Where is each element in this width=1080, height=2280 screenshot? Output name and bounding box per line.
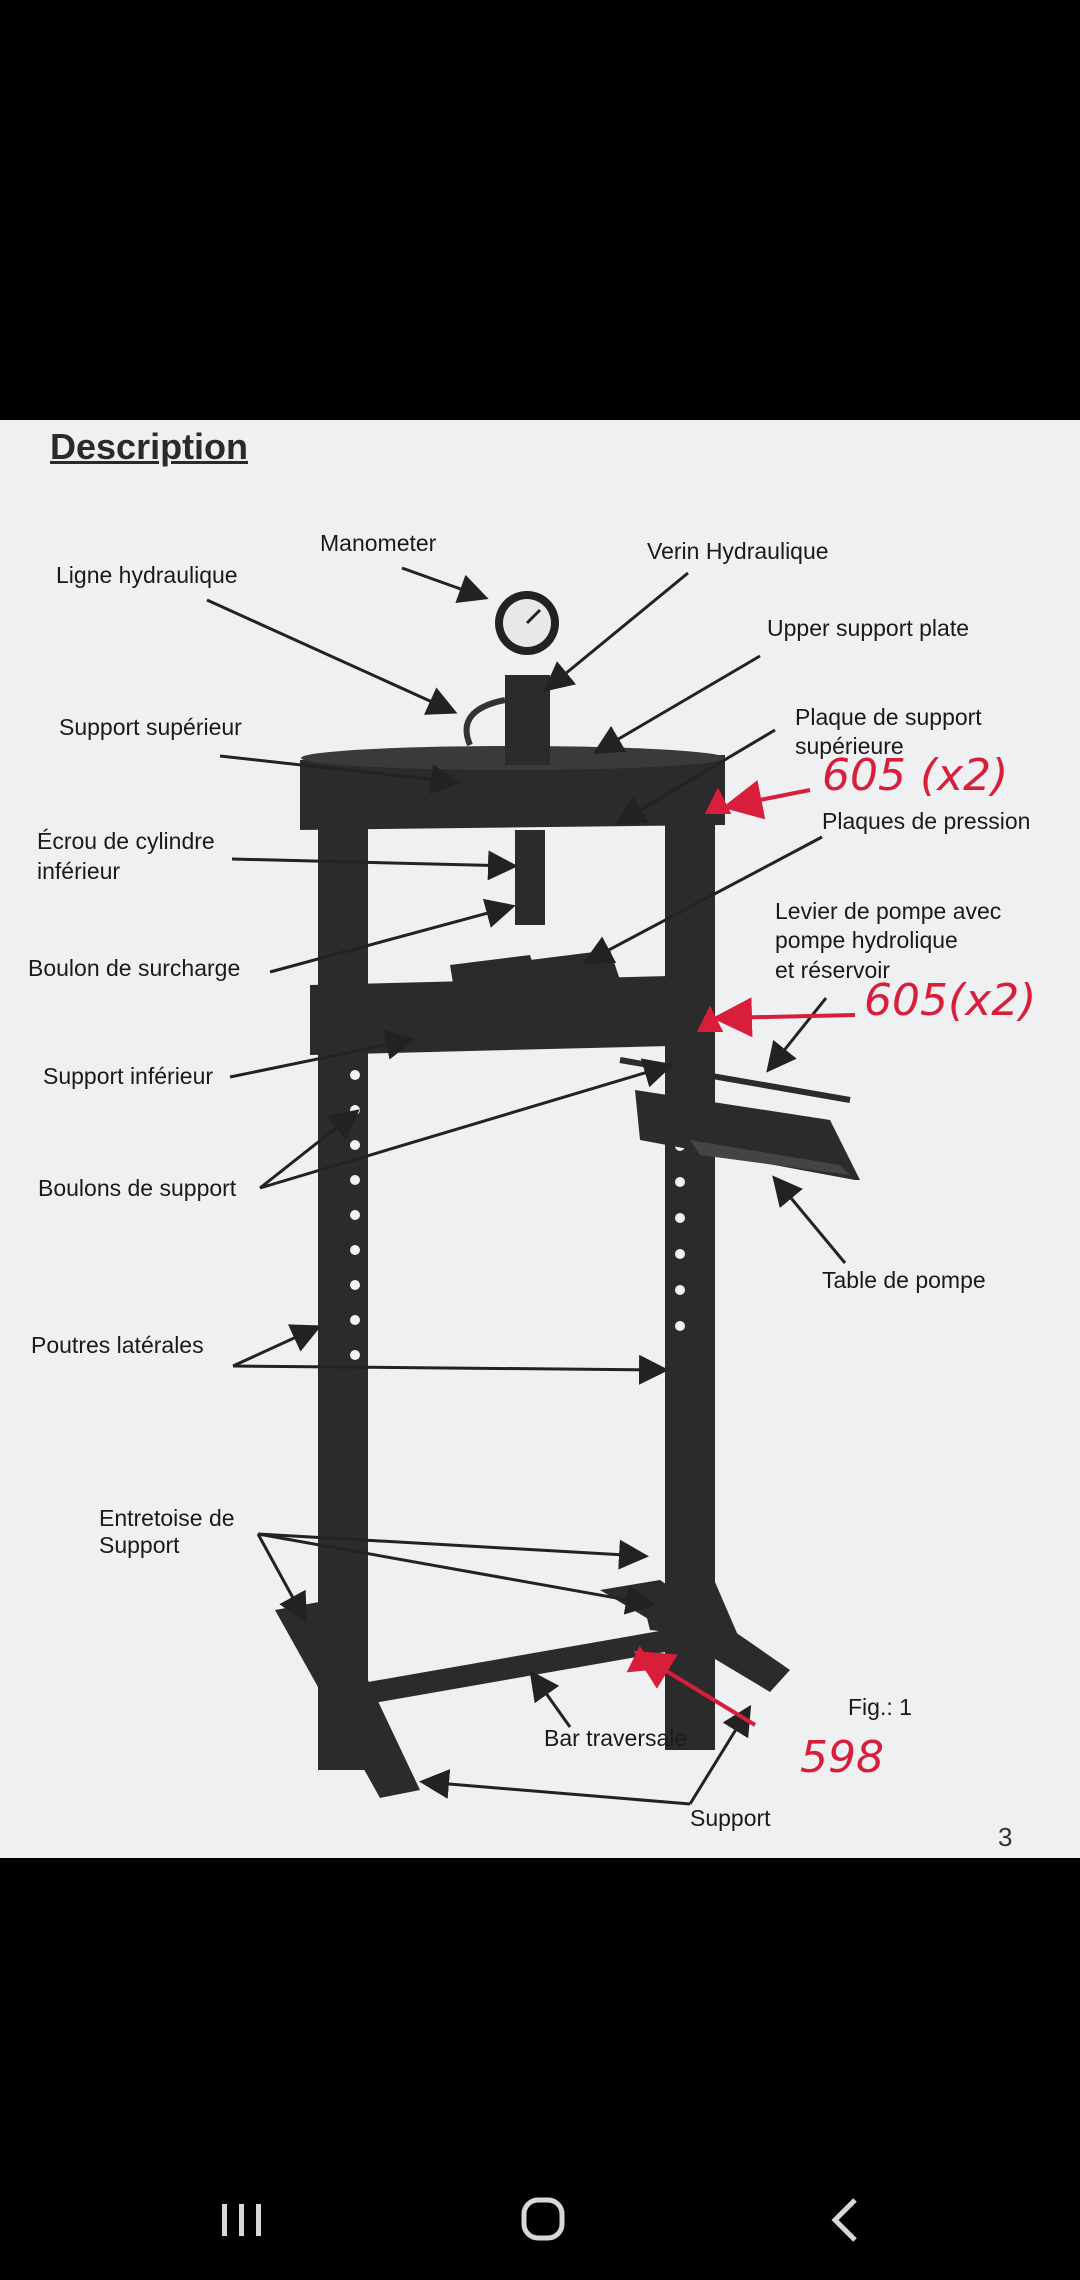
press-illustration (206, 566, 860, 1806)
page-title: Description (50, 426, 249, 467)
manometer-gauge (463, 591, 559, 925)
recents-icon[interactable] (202, 2190, 282, 2250)
pump-table (619, 1057, 860, 1180)
page-number: 3 (998, 1822, 1013, 1852)
annotation-upper-605: 605 (x2) (822, 750, 1009, 801)
label-support-superieur: Support supérieur (59, 714, 242, 740)
label-entretoise-2: Support (99, 1532, 180, 1558)
label-upper-support-plate: Upper support plate (767, 615, 970, 641)
label-plaque-support-1: Plaque de support (795, 704, 982, 730)
post-holes (350, 1070, 685, 1360)
label-verin: Verin Hydraulique (647, 538, 829, 564)
label-ecrou-2: inférieur (37, 858, 121, 884)
label-bar-traversale: Bar traversale (544, 1725, 688, 1751)
annotation-base-598: 598 (800, 1732, 884, 1783)
label-poutres-laterales: Poutres latérales (31, 1332, 204, 1358)
label-levier-2: pompe hydrolique (775, 927, 958, 953)
back-icon[interactable] (805, 2190, 885, 2250)
label-support: Support (690, 1805, 771, 1831)
label-table-pompe: Table de pompe (822, 1267, 986, 1293)
diagram-photo: Description (0, 420, 1080, 1858)
label-boulon-surcharge: Boulon de surcharge (28, 955, 241, 981)
android-navigation-bar (0, 2160, 1080, 2280)
label-entretoise-1: Entretoise de (99, 1505, 235, 1531)
label-levier-1: Levier de pompe avec (775, 898, 1002, 924)
label-manometer: Manometer (320, 530, 437, 556)
label-plaque-support-2: supérieure (795, 733, 904, 759)
figure-label: Fig.: 1 (848, 1694, 912, 1720)
annotation-middle-605: 605(x2) (864, 975, 1037, 1026)
label-ligne-hydraulique: Ligne hydraulique (56, 562, 238, 588)
label-ecrou-1: Écrou de cylindre (37, 828, 215, 854)
label-levier-3: et réservoir (775, 957, 891, 983)
red-markup (626, 780, 856, 1727)
label-boulons-support: Boulons de support (38, 1175, 237, 1201)
home-icon[interactable] (503, 2190, 583, 2250)
label-support-inferieur: Support inférieur (43, 1063, 214, 1089)
label-plaques-pression: Plaques de pression (822, 808, 1031, 834)
leader-lines (206, 566, 847, 1806)
